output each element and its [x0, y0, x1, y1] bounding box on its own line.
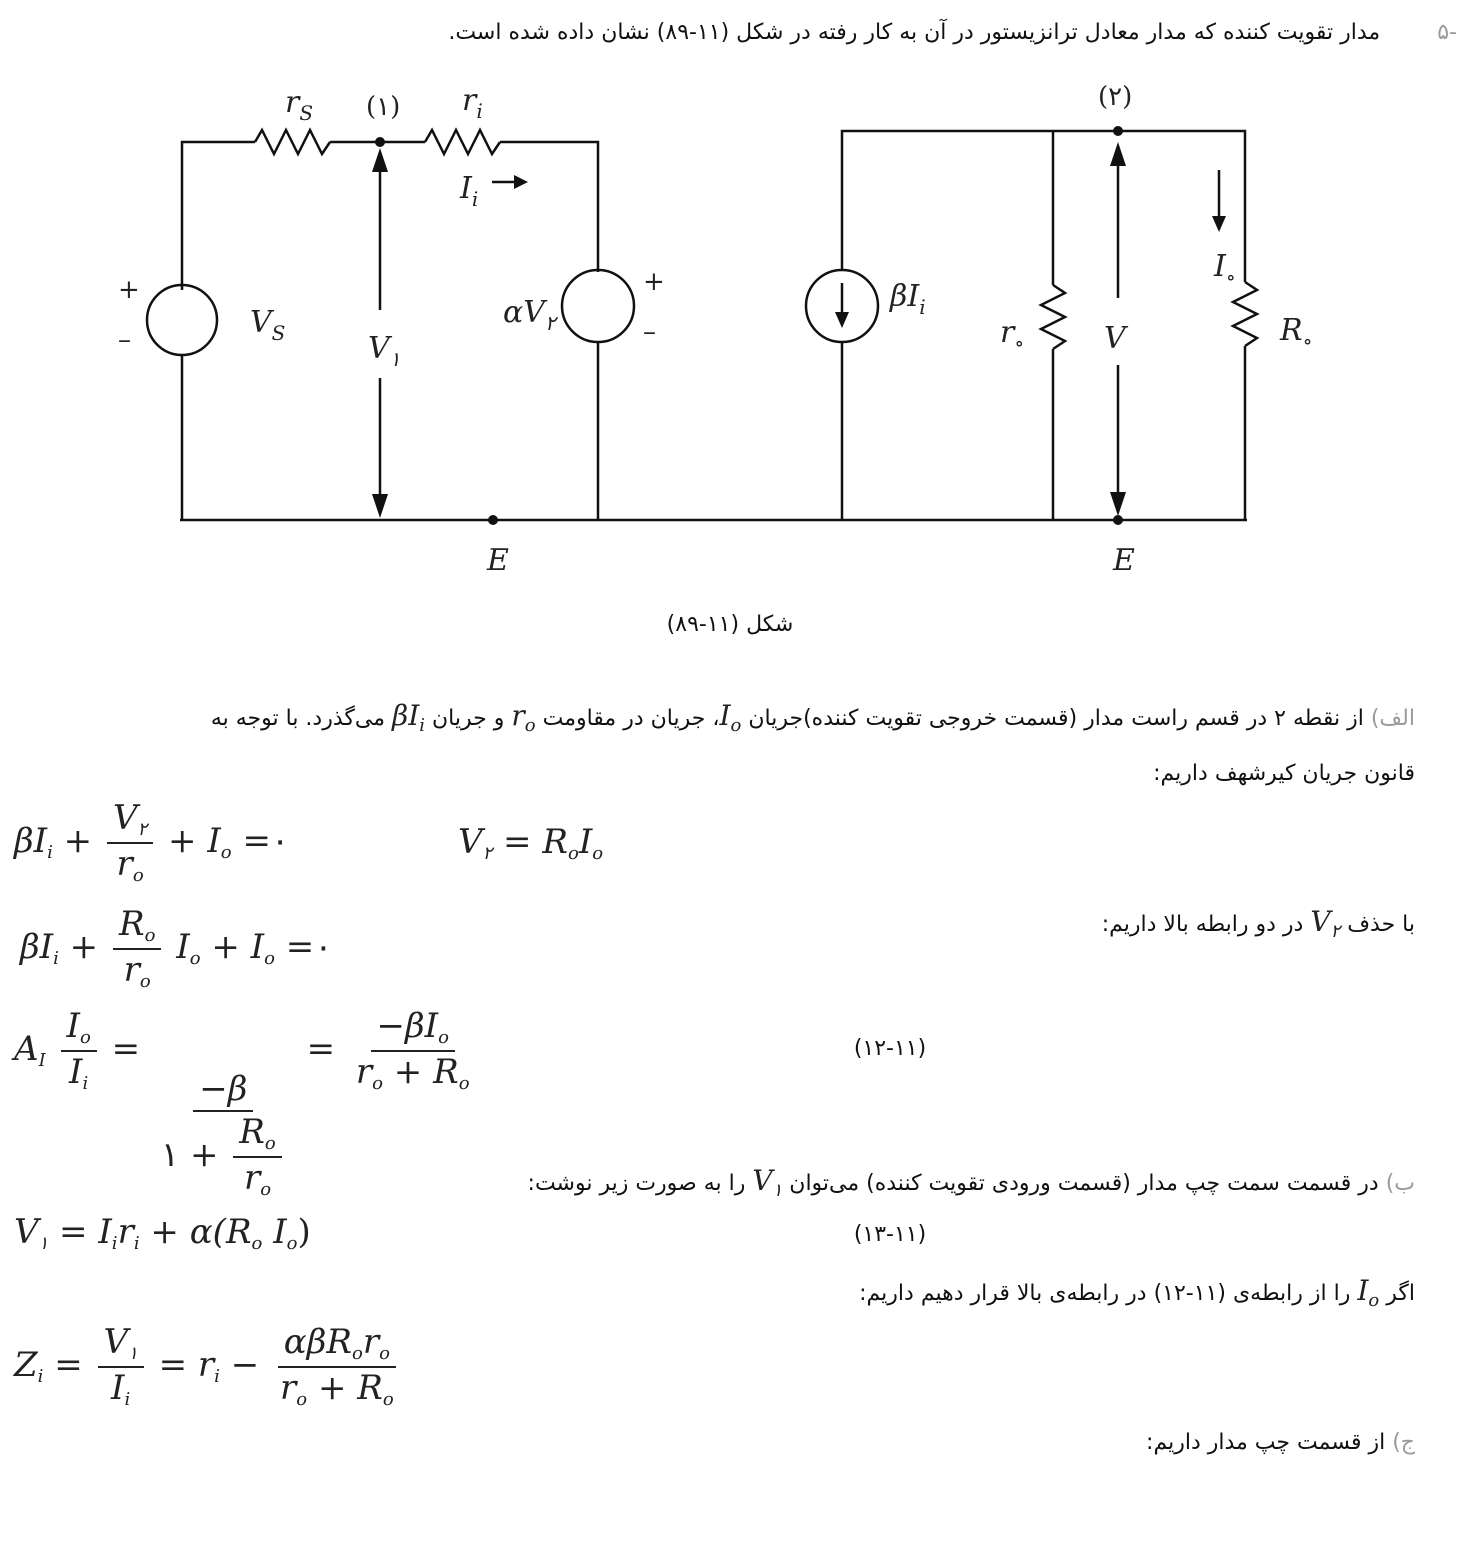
- resistor-ro: [1038, 283, 1068, 351]
- part-a-text4: می‌گذرد. با توجه به: [210, 706, 385, 731]
- resistor-ri: [423, 127, 502, 157]
- label-ri: ri: [462, 83, 483, 123]
- v-arrowhead-down: [1110, 492, 1126, 516]
- part-a-line2: قانون جریان کیرشهف داریم:: [1153, 761, 1415, 786]
- part-a-text1: از نقطه ۲ در قسم راست مدار (قسمت خروجی ت…: [748, 706, 1364, 731]
- figure-caption: شکل (۱۱-۸۹): [666, 612, 794, 637]
- problem-text: مدار تقویت کننده که مدار معادل ترانزیستو…: [448, 20, 1381, 45]
- label-vs: VS: [250, 305, 285, 345]
- label-v1: V۱: [368, 331, 400, 371]
- voltage-source-vs: [145, 283, 219, 357]
- ii-arrowhead: [514, 175, 528, 189]
- wire-ri-right: [500, 140, 600, 272]
- label-v: V: [1104, 321, 1129, 356]
- v-arrowhead-up: [1110, 142, 1126, 166]
- node-2-dot: [1113, 126, 1123, 136]
- wire-left-top: [180, 140, 255, 290]
- part-a-text3: و جریان: [432, 706, 505, 731]
- problem-statement: -۵ مدار تقویت کننده که مدار معادل ترانزی…: [17, 20, 1457, 45]
- label-beta-ii: βIi: [889, 279, 926, 319]
- part-a-ro: ro: [511, 699, 536, 736]
- io-arrowhead: [1212, 216, 1226, 232]
- label-e-right: E: [1112, 543, 1135, 578]
- equation-4-number: (۱۲-۱۱): [853, 1036, 927, 1061]
- v1-arrowhead-up: [372, 148, 388, 172]
- v1-arrowhead-down: [372, 494, 388, 518]
- resistor-Ro: [1230, 280, 1260, 348]
- label-ii: Ii: [459, 171, 478, 211]
- wire-right-top: [840, 129, 1247, 282]
- part-a-paragraph: الف) از نقطه ۲ در قسم راست مدار (قسمت خر…: [15, 692, 1415, 798]
- part-c-paragraph: ج) از قسمت چپ مدار داریم:: [1146, 1430, 1415, 1455]
- label-e-left: E: [486, 543, 509, 578]
- node-1-dot: [375, 137, 385, 147]
- vs-plus: +: [118, 275, 140, 305]
- vs-minus: –: [118, 325, 131, 355]
- substitute-text: اگر Io را از رابطه‌ی (۱۱-۱۲) در رابطه‌ی …: [859, 1274, 1415, 1311]
- label-alpha-v2: αV۲: [503, 295, 559, 335]
- resistor-rs: [253, 127, 332, 157]
- part-a-text2: ، جریان در مقاومت: [542, 706, 720, 731]
- circuit-diagram: rS ri Ii VS V۱ αV۲ βIi r∘ V I∘ R∘ E E (۱…: [118, 82, 1312, 578]
- part-b-paragraph: ب) در قسمت سمت چپ مدار (قسمت ورودی تقویت…: [527, 1164, 1415, 1201]
- label-rs: rS: [285, 85, 313, 125]
- label-io: I∘: [1213, 249, 1236, 289]
- node-e-right-dot: [1113, 515, 1123, 525]
- dependent-voltage-source: [560, 268, 636, 344]
- part-a-marker: الف): [1370, 706, 1415, 731]
- dep-minus: –: [643, 317, 656, 347]
- label-node-2: (۲): [1098, 82, 1132, 112]
- problem-number: -۵: [1437, 20, 1457, 45]
- label-node-1: (۱): [366, 92, 400, 122]
- part-a-bi: βIi: [392, 699, 426, 736]
- eliminate-text: با حذف V۲ در دو رابطه بالا داریم:: [1101, 905, 1415, 942]
- dep-plus: +: [643, 267, 665, 297]
- part-a-io: Io: [719, 699, 742, 736]
- cs-arrowhead: [835, 312, 849, 328]
- equation-5-number: (۱۳-۱۱): [853, 1222, 927, 1247]
- label-Ro: R∘: [1279, 313, 1312, 353]
- equation-2: V۲ = RoIo: [458, 822, 604, 864]
- label-ro: r∘: [1000, 315, 1024, 355]
- node-e-left-dot: [488, 515, 498, 525]
- equation-5: V۱ = Iiri + α(Ro Io): [14, 1212, 311, 1254]
